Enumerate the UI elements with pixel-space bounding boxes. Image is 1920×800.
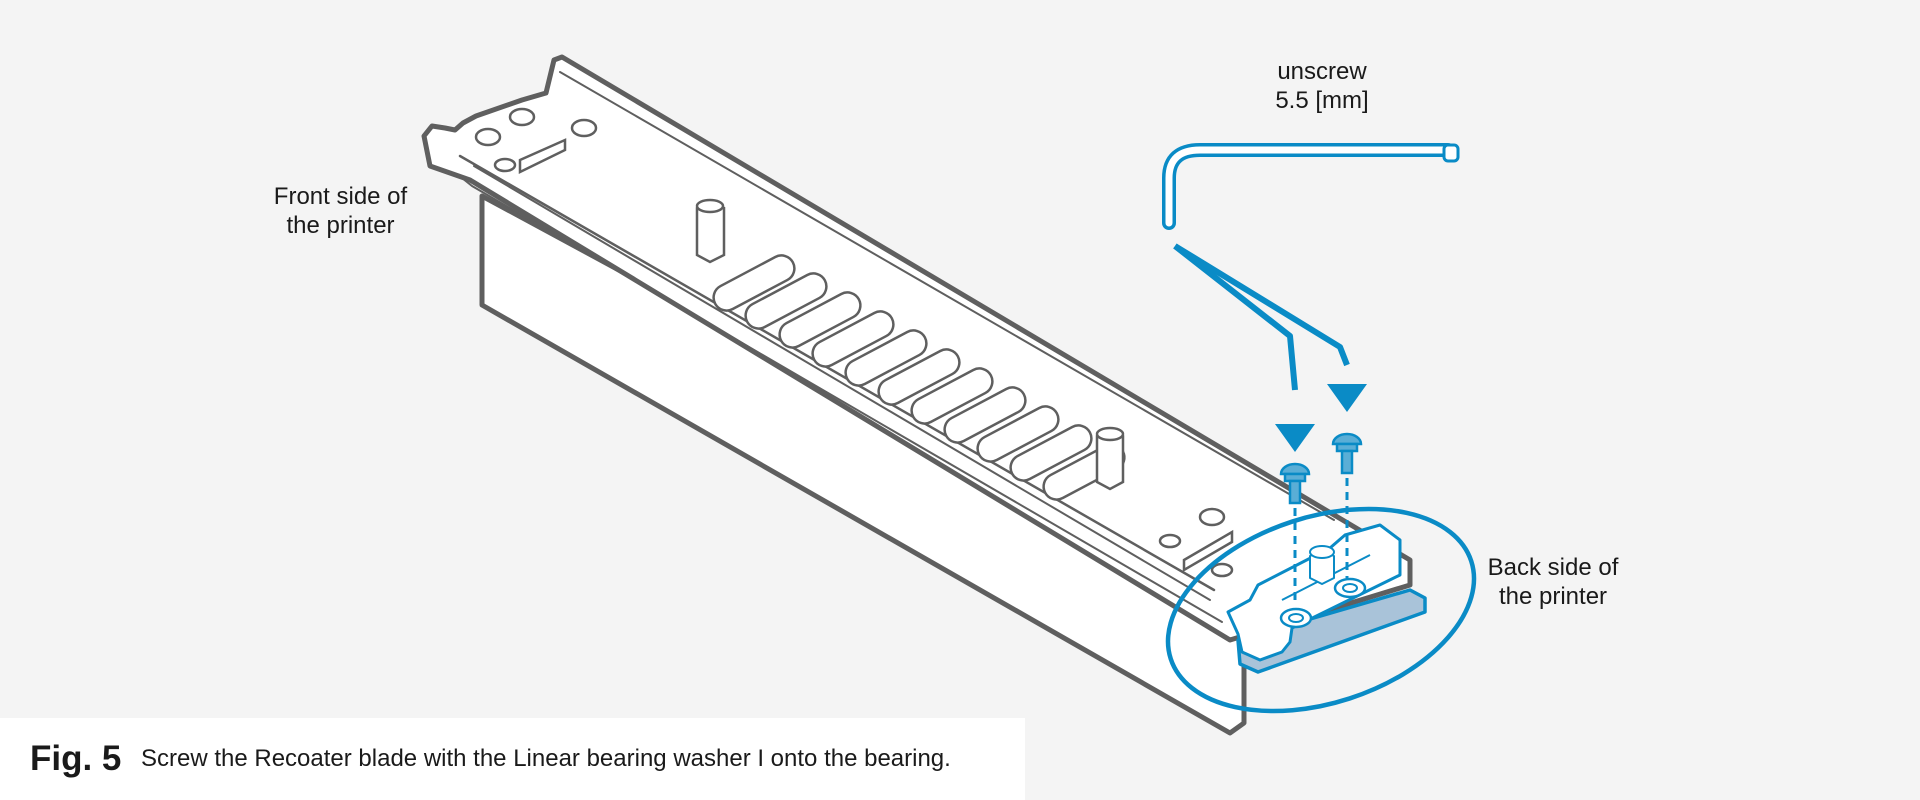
figure-caption: Screw the Recoater blade with the Linear… [141,745,951,772]
unscrew-label: unscrew 5.5 [mm] [1262,57,1382,115]
arrow-down-icon [1173,243,1350,391]
washer-bracket [1226,523,1402,662]
back-side-label: Back side of the printer [1468,553,1638,611]
unscrew-line-2: 5.5 [mm] [1275,87,1369,114]
slots [712,254,1126,501]
figure-number: Fig. 5 [30,739,122,778]
bearing-washer-highlight [1165,506,1477,714]
hex-key-icon [1162,143,1460,230]
caption-box [0,718,1025,800]
back-side-line-1: Back side of [1487,554,1619,581]
front-side-label: Front side of the printer [248,182,433,240]
rail-inner-edge [458,154,1216,592]
rail-back-edge [559,71,1335,521]
screw-icon [1331,432,1363,475]
rail-lip [461,177,1223,623]
screw-guide-lines [1293,478,1349,605]
front-side-line-2: the printer [286,212,395,239]
end-fittings [474,107,1234,578]
washer-plate [1236,588,1427,674]
rail-inner-edge-2 [473,165,1211,601]
standoffs [695,198,1125,491]
screw-icon [1279,462,1311,505]
front-side-line-1: Front side of [273,183,408,210]
unscrew-line-1: unscrew [1277,58,1367,85]
back-side-line-2: the printer [1498,583,1608,610]
highlight-circle [1165,506,1477,714]
screws [1279,432,1363,505]
